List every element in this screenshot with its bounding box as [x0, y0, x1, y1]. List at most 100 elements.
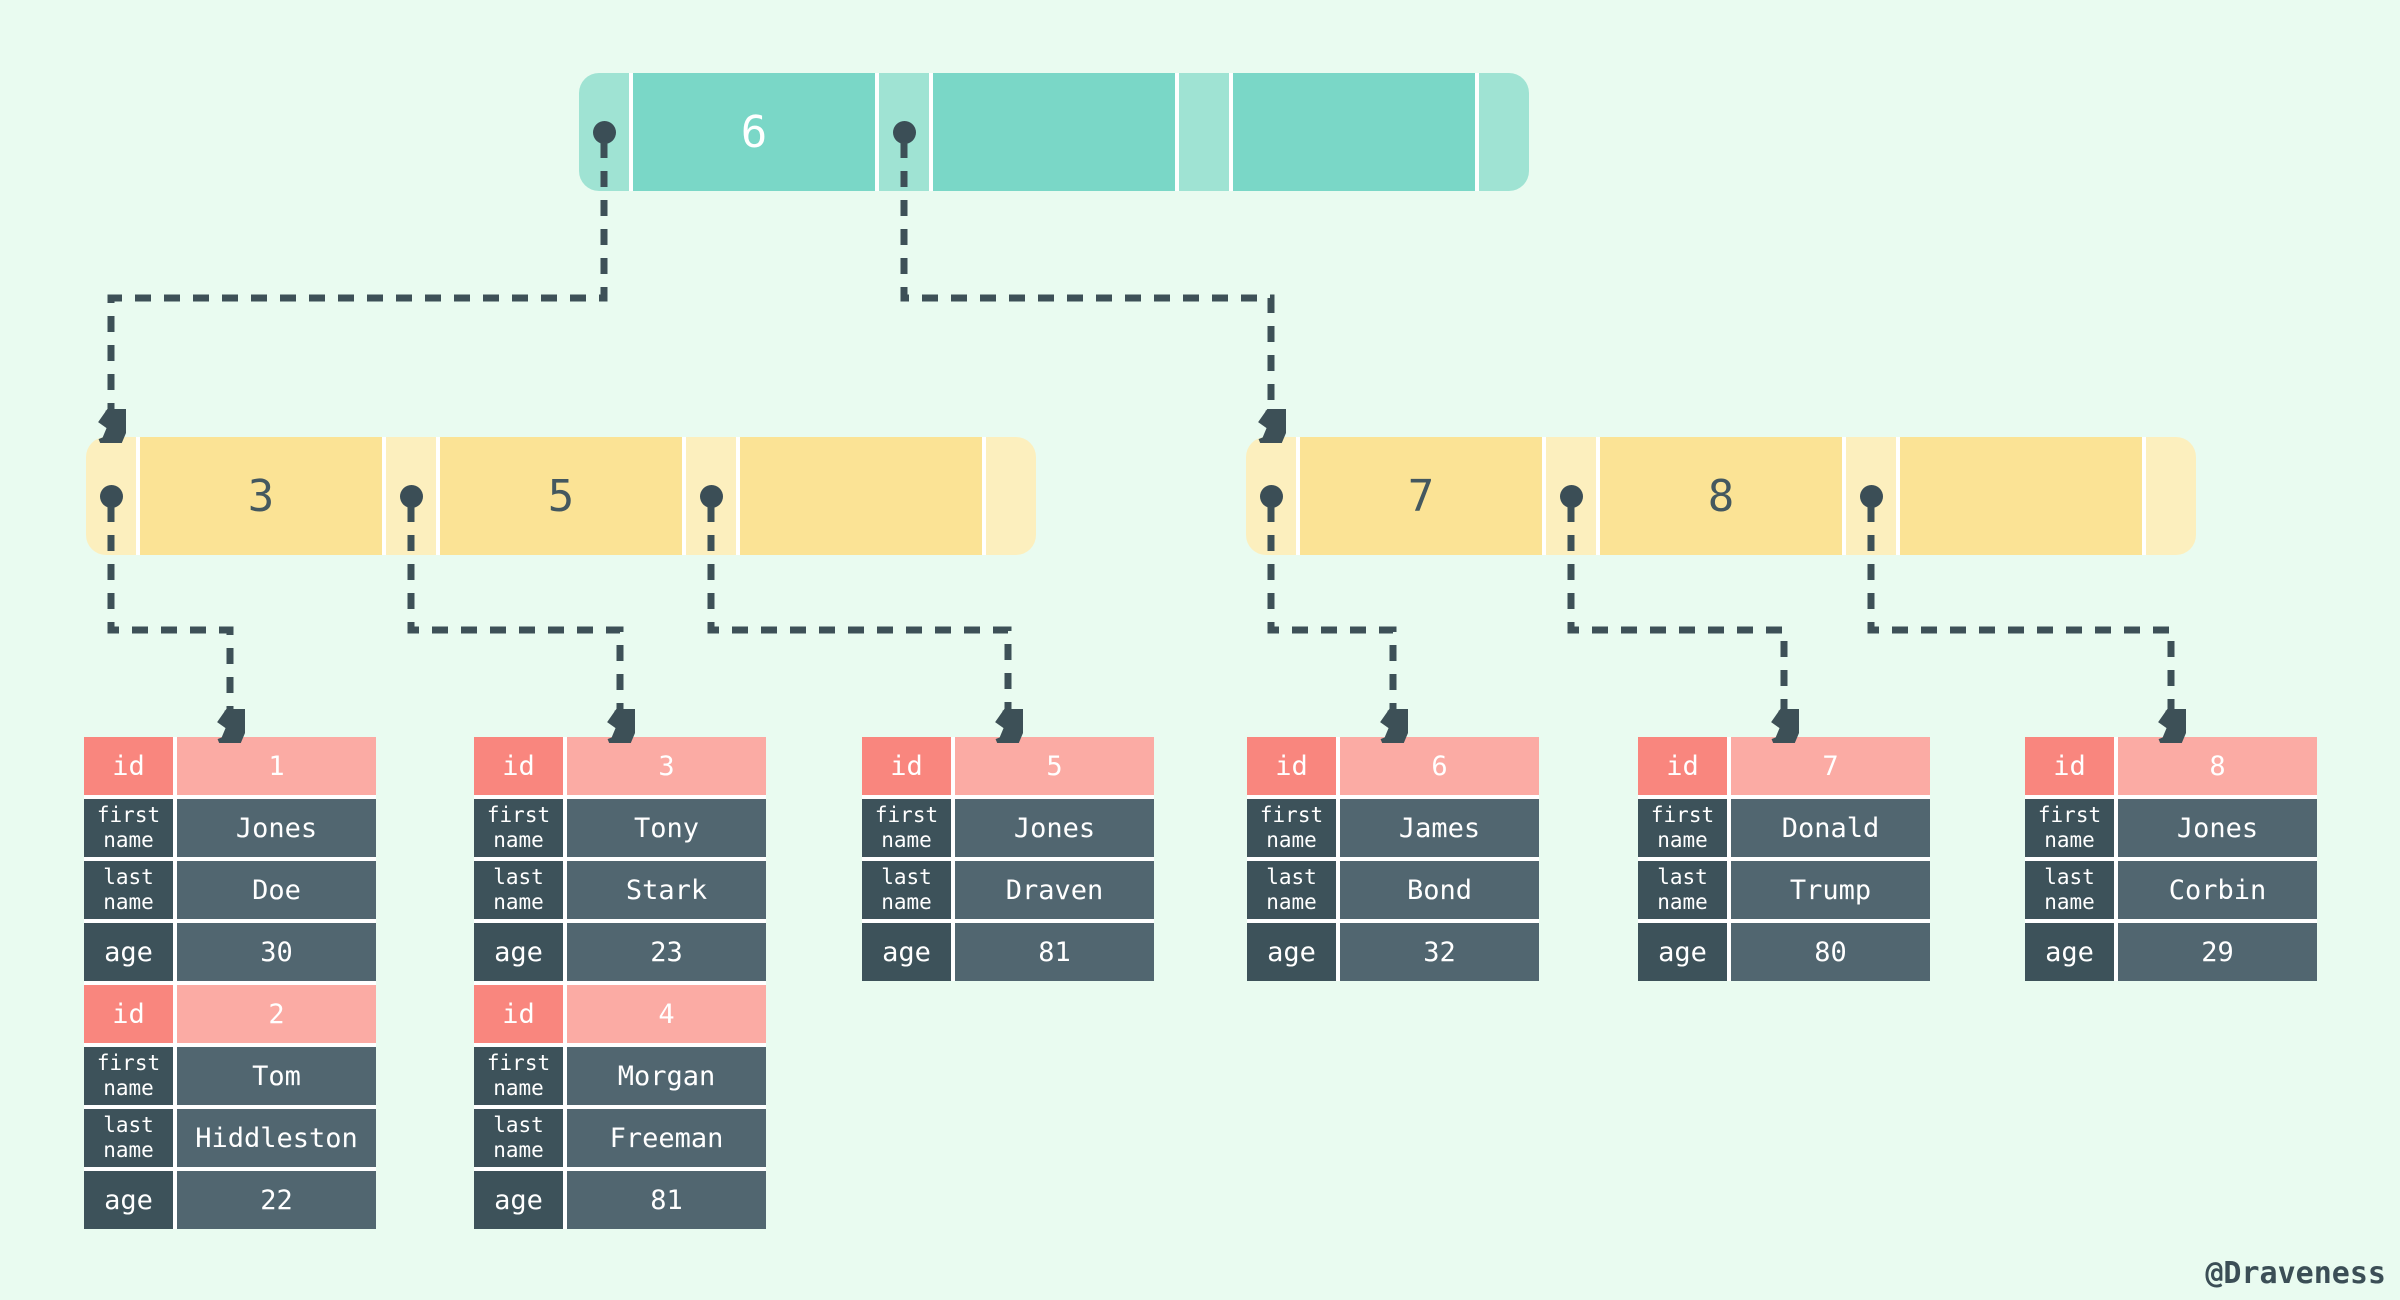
record-table-6: id 8 first name Jones last name Corbin a… [2025, 737, 2317, 981]
right-key-2: 8 [1596, 437, 1842, 555]
row-label-id: id [862, 737, 951, 795]
row-label-age: age [1638, 923, 1727, 981]
root-pointer-cell-1 [579, 73, 629, 191]
left-key-2: 5 [436, 437, 682, 555]
row-label-first-name: first name [862, 799, 951, 857]
last-name-value: Draven [955, 861, 1154, 919]
row-label-age: age [2025, 923, 2114, 981]
btree-left-node: 3 5 [86, 437, 1036, 555]
root-key-3 [1229, 73, 1475, 191]
first-name-value: Morgan [567, 1047, 766, 1105]
pointer-dot-icon [99, 484, 123, 508]
right-pointer-cell-4 [2142, 437, 2196, 555]
age-value: 23 [567, 923, 766, 981]
left-pointer-cell-1 [86, 437, 136, 555]
root-key-2 [929, 73, 1175, 191]
pointer-dot-icon [592, 120, 616, 144]
root-pointer-cell-2 [875, 73, 929, 191]
btree-right-node: 7 8 [1246, 437, 2196, 555]
left-pointer-cell-3 [682, 437, 736, 555]
first-name-value: Jones [2118, 799, 2317, 857]
first-name-value: Tony [567, 799, 766, 857]
pointer-dot-icon [699, 484, 723, 508]
left-key-3 [736, 437, 982, 555]
last-name-value: Bond [1340, 861, 1539, 919]
pointer-dot-icon [399, 484, 423, 508]
first-name-value: James [1340, 799, 1539, 857]
id-value: 7 [1731, 737, 1930, 795]
id-value: 2 [177, 985, 376, 1043]
row-label-first-name: first name [1638, 799, 1727, 857]
record-table-1: id 1 first name Jones last name Doe age … [84, 737, 376, 1229]
btree-root-node: 6 [579, 73, 1529, 191]
age-value: 32 [1340, 923, 1539, 981]
row-label-first-name: first name [474, 799, 563, 857]
row-label-age: age [84, 1171, 173, 1229]
right-pointer-cell-3 [1842, 437, 1896, 555]
row-label-id: id [84, 737, 173, 795]
last-name-value: Stark [567, 861, 766, 919]
age-value: 80 [1731, 923, 1930, 981]
watermark-credit: @Draveness [2205, 1256, 2386, 1291]
row-label-last-name: last name [1638, 861, 1727, 919]
row-label-age: age [862, 923, 951, 981]
left-pointer-cell-4 [982, 437, 1036, 555]
age-value: 81 [955, 923, 1154, 981]
record-table-2: id 3 first name Tony last name Stark age… [474, 737, 766, 1229]
row-label-last-name: last name [862, 861, 951, 919]
row-label-last-name: last name [474, 1109, 563, 1167]
age-value: 29 [2118, 923, 2317, 981]
arrow-root-to-left-node [111, 142, 608, 412]
right-pointer-cell-2 [1542, 437, 1596, 555]
row-label-id: id [84, 985, 173, 1043]
record-table-4: id 6 first name James last name Bond age… [1247, 737, 1539, 981]
row-label-id: id [1247, 737, 1336, 795]
row-label-id: id [474, 985, 563, 1043]
id-value: 5 [955, 737, 1154, 795]
first-name-value: Donald [1731, 799, 1930, 857]
root-pointer-cell-3 [1175, 73, 1229, 191]
row-label-last-name: last name [84, 1109, 173, 1167]
row-label-last-name: last name [474, 861, 563, 919]
first-name-value: Tom [177, 1047, 376, 1105]
age-value: 30 [177, 923, 376, 981]
first-name-value: Jones [177, 799, 376, 857]
row-label-first-name: first name [84, 799, 173, 857]
row-label-age: age [474, 1171, 563, 1229]
root-pointer-cell-4 [1475, 73, 1529, 191]
last-name-value: Corbin [2118, 861, 2317, 919]
id-value: 4 [567, 985, 766, 1043]
row-label-first-name: first name [474, 1047, 563, 1105]
right-pointer-cell-1 [1246, 437, 1296, 555]
pointer-dot-icon [1559, 484, 1583, 508]
last-name-value: Doe [177, 861, 376, 919]
row-label-first-name: first name [84, 1047, 173, 1105]
pointer-dot-icon [892, 120, 916, 144]
last-name-value: Hiddleston [177, 1109, 376, 1167]
row-label-last-name: last name [2025, 861, 2114, 919]
last-name-value: Trump [1731, 861, 1930, 919]
record-table-5: id 7 first name Donald last name Trump a… [1638, 737, 1930, 981]
row-label-first-name: first name [2025, 799, 2114, 857]
left-pointer-cell-2 [382, 437, 436, 555]
pointer-dot-icon [1859, 484, 1883, 508]
age-value: 81 [567, 1171, 766, 1229]
record-table-3: id 5 first name Jones last name Draven a… [862, 737, 1154, 981]
root-key-1: 6 [629, 73, 875, 191]
row-label-id: id [2025, 737, 2114, 795]
last-name-value: Freeman [567, 1109, 766, 1167]
row-label-first-name: first name [1247, 799, 1336, 857]
age-value: 22 [177, 1171, 376, 1229]
row-label-age: age [1247, 923, 1336, 981]
row-label-age: age [474, 923, 563, 981]
pointer-dot-icon [1259, 484, 1283, 508]
row-label-age: age [84, 923, 173, 981]
row-label-id: id [1638, 737, 1727, 795]
id-value: 6 [1340, 737, 1539, 795]
row-label-id: id [474, 737, 563, 795]
right-key-1: 7 [1296, 437, 1542, 555]
id-value: 3 [567, 737, 766, 795]
id-value: 1 [177, 737, 376, 795]
id-value: 8 [2118, 737, 2317, 795]
right-key-3 [1896, 437, 2142, 555]
